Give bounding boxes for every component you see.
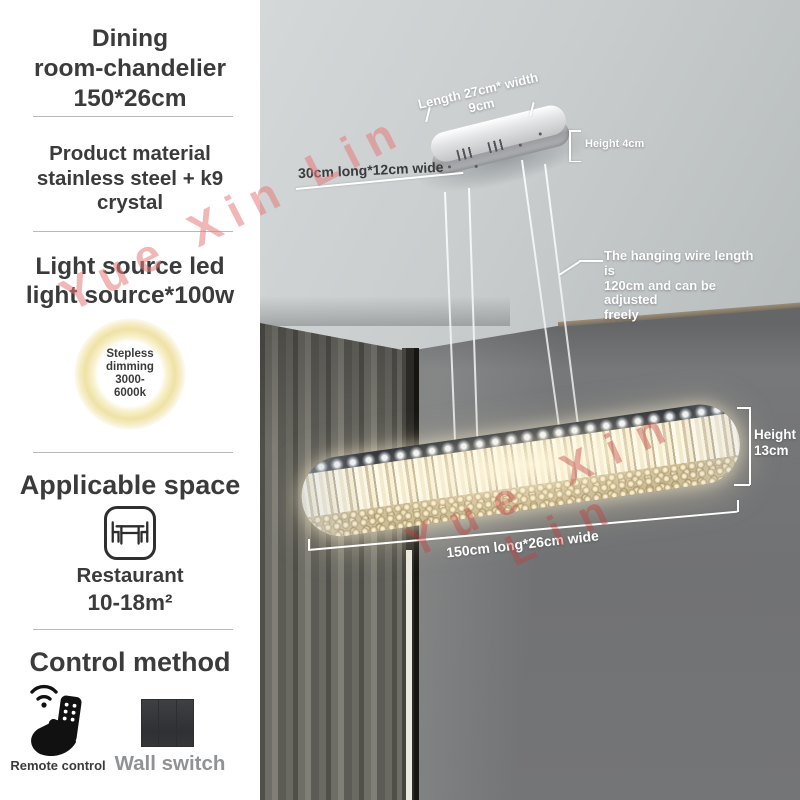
bracket-tick [569,160,581,162]
bracket-tick [569,130,581,132]
fixture-height-label: Height 13cm [754,427,796,458]
switch-rocker [142,700,159,746]
light-source-spec: Light source led light source*100w [25,253,235,310]
height-bracket-line [749,407,751,485]
switch-rocker [176,700,193,746]
wire-length-note: The hanging wire length is 120cm and can… [604,248,754,323]
bracket-tick [734,484,750,486]
wall-switch-label: Wall switch [114,752,226,775]
curtains [260,323,408,800]
control-method-heading: Control method [29,647,231,677]
product-title: Dining room-chandelier 150*26cm [34,25,226,112]
dimension-tick [737,500,739,512]
wall-switch-icon [141,699,194,747]
canopy-height-label: Height 4cm [585,138,645,150]
material-spec: Product material stainless steel + k9 cr… [36,142,224,215]
ceiling-shadow [260,296,510,326]
pointer-line [558,260,581,276]
window-frame [402,348,419,800]
room-photo: Length 27cm* width 9cm Height 4cm 30cm l… [260,0,800,800]
height-bracket-line [569,130,571,162]
switch-rocker [159,700,176,746]
divider [33,629,233,630]
spec-panel: Dining room-chandelier 150*26cm Product … [0,0,260,800]
window-frame-highlight [406,550,412,800]
area-label: 10-18m² [87,590,173,615]
applicable-space-heading: Applicable space [19,470,241,500]
dimming-badge: Stepless dimming 3000- 6000k [106,348,154,399]
dining-table-icon [104,506,156,560]
divider [33,452,233,453]
bracket-tick [737,407,750,409]
place-label: Restaurant [76,564,184,587]
remote-control-label: Remote control [10,758,106,773]
divider [33,231,233,232]
dimming-glow-ring: Stepless dimming 3000- 6000k [74,318,186,430]
divider [33,116,233,117]
remote-control-hand-icon [12,676,104,757]
back-wall [415,304,800,800]
pointer-line [579,260,603,262]
dimension-tick [308,539,310,550]
